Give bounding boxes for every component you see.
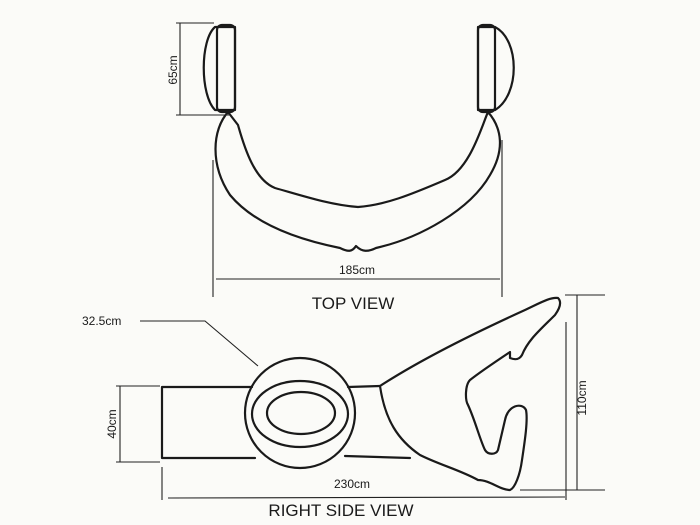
side-view-drawing: [160, 296, 562, 492]
top-view-drawing: [202, 23, 515, 252]
top-view-dimensions: [176, 22, 503, 297]
total-height-label: 110cm: [575, 380, 589, 415]
length-label: 230cm: [334, 477, 370, 491]
side-view-dimensions: [116, 294, 605, 500]
wheel-inner: [265, 390, 337, 436]
right-cushion: [476, 25, 515, 112]
wheel-diameter-label: 32.5cm: [82, 314, 121, 328]
width-dimension-label: 185cm: [339, 263, 375, 277]
wheel-outer: [243, 356, 357, 470]
backrest: [378, 296, 562, 492]
top-view-title: TOP VIEW: [312, 294, 395, 313]
float-body: [214, 110, 502, 252]
left-cushion-inner: [215, 23, 237, 114]
base-height-label: 40cm: [105, 409, 119, 438]
right-cushion-inner: [476, 23, 497, 114]
float-base: [160, 385, 257, 460]
left-cushion: [202, 25, 237, 112]
wheel-middle: [250, 379, 350, 449]
float-base-right: [343, 384, 412, 460]
side-view-title: RIGHT SIDE VIEW: [268, 501, 413, 520]
depth-dimension-label: 65cm: [166, 55, 180, 84]
